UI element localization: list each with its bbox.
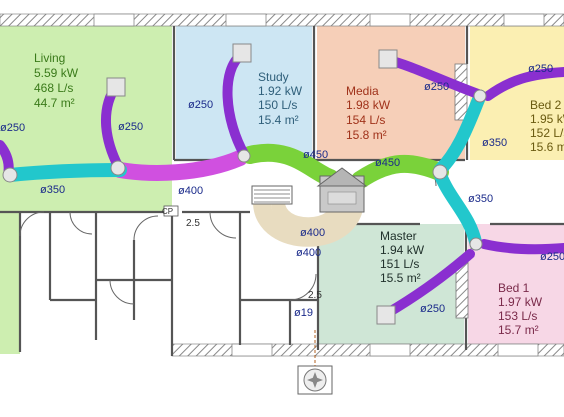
label-d450-left: ø450: [303, 149, 328, 161]
label-d350-left: ø350: [40, 184, 65, 196]
label-d250-master: ø250: [420, 303, 445, 315]
study-name: Study: [258, 70, 289, 84]
supply-trunk: [3, 89, 487, 251]
room-labels: Living 5.59 kW 468 L/s 44.7 m² Study 1.9…: [34, 51, 564, 337]
windows: [93, 13, 545, 357]
label-d250-living-left: ø250: [0, 122, 25, 134]
study-flow: 150 L/s: [258, 98, 297, 112]
living-flow: 468 L/s: [34, 81, 73, 95]
master-power: 1.94 kW: [380, 243, 425, 257]
return-grille: [251, 185, 293, 205]
duct-diameter-labels: ø250 ø250 ø250 ø250 ø250 ø250 ø250 ø350 …: [0, 63, 564, 319]
label-d450-right: ø450: [375, 157, 400, 169]
living-area: 44.7 m²: [34, 96, 75, 110]
label-d19: ø19: [294, 307, 313, 319]
label-d250-media: ø250: [424, 81, 449, 93]
media-area: 15.8 m²: [346, 128, 387, 142]
cp-box: [163, 205, 179, 217]
master-area: 15.5 m²: [380, 271, 421, 285]
bed2-name: Bed 2: [530, 98, 562, 112]
study-power: 1.92 kW: [258, 84, 303, 98]
return-grille-slats: [254, 189, 290, 203]
master-name: Master: [380, 229, 417, 243]
label-d250-bed1: ø250: [540, 251, 564, 263]
label-d350-right-lower: ø350: [468, 193, 493, 205]
bed1-flow: 153 L/s: [498, 309, 537, 323]
annotation-labels: CP 2.5 2.5: [162, 207, 322, 301]
bed1-area: 15.7 m²: [498, 323, 539, 337]
master-flow: 151 L/s: [380, 257, 419, 271]
media-power: 1.98 kW: [346, 98, 391, 112]
wardrobes: [454, 63, 469, 319]
fan-unit: [316, 167, 368, 213]
label-d400-trunk: ø400: [178, 185, 203, 197]
label-cp: CP: [162, 207, 173, 216]
bed2-flow: 152 L/s: [530, 126, 564, 140]
room-living-lower: [0, 212, 20, 354]
label-dim-a: 2.5: [186, 218, 200, 229]
room-master: [318, 224, 464, 350]
bed2-power: 1.95 kW: [530, 112, 564, 126]
living-name: Living: [34, 51, 65, 65]
label-d250-bed2: ø250: [528, 63, 553, 75]
diffusers: [2, 43, 487, 325]
outdoor-fan: [297, 365, 333, 395]
label-d250-living-mid: ø250: [118, 121, 143, 133]
media-name: Media: [346, 84, 379, 98]
bed1-power: 1.97 kW: [498, 295, 543, 309]
room-living: [0, 26, 172, 212]
bed2-area: 15.6 m²: [530, 140, 564, 154]
label-dim-b: 2.5: [308, 290, 322, 301]
label-d350-right-upper: ø350: [482, 137, 507, 149]
study-area: 15.4 m²: [258, 113, 299, 127]
label-d400-return-a: ø400: [300, 227, 325, 239]
bed1-name: Bed 1: [498, 281, 530, 295]
label-d250-study: ø250: [188, 99, 213, 111]
room-media: [317, 26, 465, 160]
living-power: 5.59 kW: [34, 66, 79, 80]
media-flow: 154 L/s: [346, 113, 385, 127]
label-d400-return-b: ø400: [296, 247, 321, 259]
